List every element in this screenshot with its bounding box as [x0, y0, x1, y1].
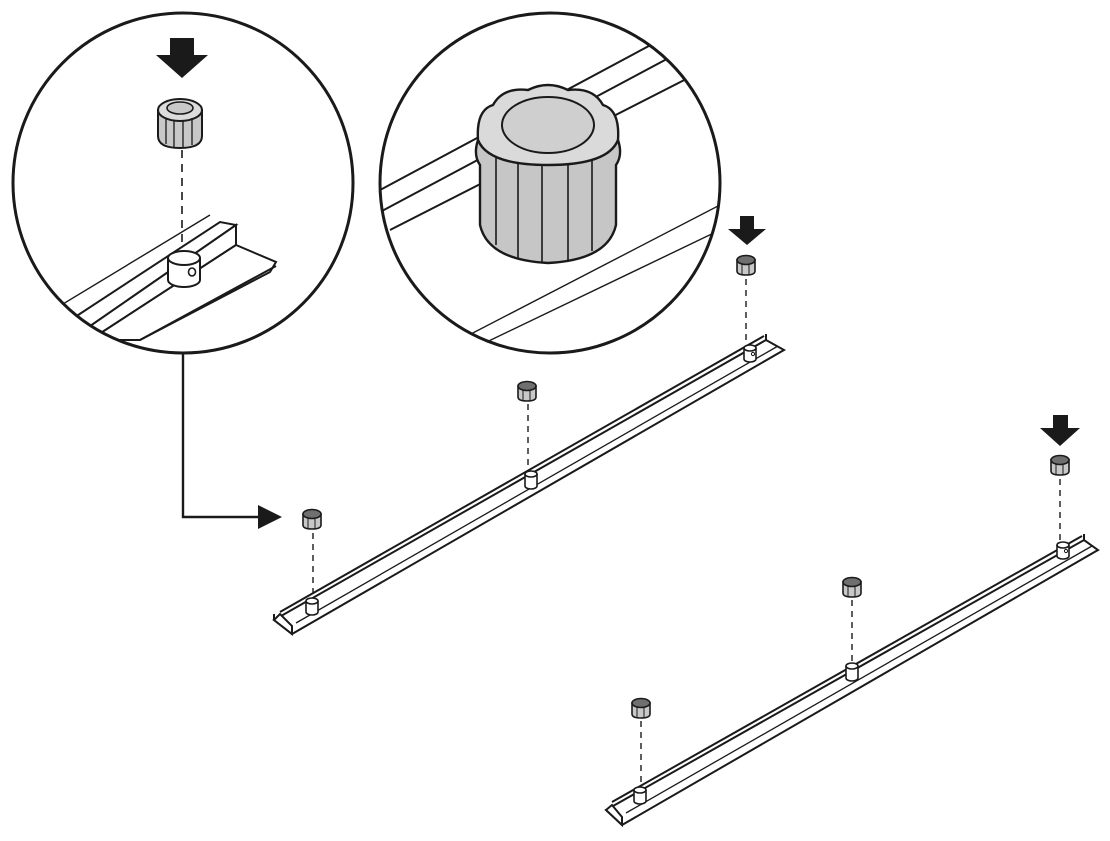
down-arrow-icon	[156, 38, 208, 78]
rail-lower	[604, 534, 1100, 828]
down-arrow-icon	[1040, 415, 1080, 446]
right-arrow-icon	[181, 352, 282, 529]
cap-upper-left	[302, 508, 322, 530]
pin-upper-middle	[524, 470, 538, 490]
cap-lower-middle	[842, 576, 862, 598]
pin-upper-right	[743, 344, 757, 363]
detail-cap	[157, 98, 203, 150]
detail-pin	[167, 250, 201, 288]
cap-lower-right	[1050, 454, 1070, 476]
pin-lower-middle	[845, 662, 859, 682]
guide-lines-lower	[640, 479, 1061, 787]
detail-rail	[19, 214, 278, 341]
pin-lower-right	[1056, 541, 1070, 560]
cap-upper-middle	[517, 380, 537, 402]
guide-lines-upper	[312, 279, 747, 598]
detail-circle-cap-zoom	[378, 11, 722, 355]
down-arrow-icon	[728, 216, 766, 245]
detail-circle-pin	[11, 11, 355, 355]
cap-upper-right	[736, 254, 756, 276]
cap-lower-left	[631, 697, 651, 719]
pin-upper-left	[305, 597, 319, 616]
zoom-cap	[474, 83, 622, 265]
pin-lower-left	[633, 786, 647, 805]
